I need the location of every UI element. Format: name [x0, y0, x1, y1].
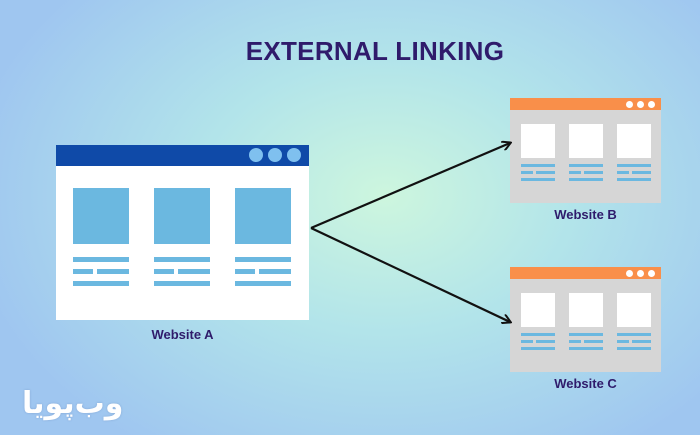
text-line — [178, 269, 210, 274]
text-line — [235, 281, 291, 286]
text-line — [617, 178, 651, 181]
image-placeholder — [73, 188, 129, 244]
text-line — [617, 333, 651, 336]
text-line — [73, 281, 129, 286]
image-placeholder — [617, 293, 651, 327]
website-a-window — [56, 145, 309, 320]
window-dot-icon — [268, 148, 282, 162]
window-dot-icon — [648, 270, 655, 277]
content-column — [154, 188, 210, 244]
text-line — [536, 171, 555, 174]
image-placeholder — [521, 293, 555, 327]
arrow-a-to-b — [310, 143, 510, 230]
image-placeholder — [569, 293, 603, 327]
text-line — [154, 269, 174, 274]
image-placeholder — [235, 188, 291, 244]
text-line — [73, 269, 93, 274]
website-b-window — [510, 98, 661, 203]
text-line — [536, 340, 555, 343]
text-line — [584, 171, 603, 174]
brand-logo: وب‌پویا — [22, 386, 124, 421]
text-line — [569, 347, 603, 350]
website-a-label: Website A — [151, 327, 214, 342]
image-placeholder — [521, 124, 555, 158]
content-column — [617, 124, 651, 158]
window-dot-icon — [249, 148, 263, 162]
diagram-title: EXTERNAL LINKING — [245, 36, 505, 66]
text-line — [154, 257, 210, 262]
content-column — [617, 293, 651, 327]
text-line — [617, 347, 651, 350]
text-line — [584, 340, 603, 343]
text-line — [97, 269, 129, 274]
image-placeholder — [154, 188, 210, 244]
text-line — [632, 171, 651, 174]
text-line — [569, 171, 581, 174]
text-line — [617, 171, 629, 174]
window-dot-icon — [287, 148, 301, 162]
website-b-label: Website B — [554, 207, 617, 222]
content-column — [73, 188, 129, 244]
window-dot-icon — [648, 101, 655, 108]
text-line — [521, 171, 533, 174]
website-c-titlebar — [510, 267, 661, 279]
window-dot-icon — [637, 270, 644, 277]
text-line — [73, 257, 129, 262]
text-line — [569, 178, 603, 181]
text-line — [154, 281, 210, 286]
image-placeholder — [569, 124, 603, 158]
window-dots — [249, 148, 301, 162]
text-line — [235, 257, 291, 262]
text-line — [617, 164, 651, 167]
website-c-label: Website C — [554, 376, 617, 391]
text-line — [521, 333, 555, 336]
text-line — [521, 178, 555, 181]
content-column — [235, 188, 291, 244]
window-dot-icon — [626, 270, 633, 277]
content-column — [521, 124, 555, 158]
window-dot-icon — [637, 101, 644, 108]
text-line — [521, 340, 533, 343]
text-line — [569, 340, 581, 343]
text-line — [235, 269, 255, 274]
content-column — [521, 293, 555, 327]
window-dots — [626, 101, 655, 108]
website-b-titlebar — [510, 98, 661, 110]
text-line — [521, 164, 555, 167]
content-column — [569, 124, 603, 158]
text-line — [521, 347, 555, 350]
website-a-titlebar — [56, 145, 309, 166]
text-line — [632, 340, 651, 343]
text-line — [259, 269, 291, 274]
window-dots — [626, 270, 655, 277]
window-dot-icon — [626, 101, 633, 108]
arrow-a-to-c — [310, 227, 510, 322]
website-c-window — [510, 267, 661, 372]
content-column — [569, 293, 603, 327]
text-line — [617, 340, 629, 343]
image-placeholder — [617, 124, 651, 158]
text-line — [569, 333, 603, 336]
text-line — [569, 164, 603, 167]
